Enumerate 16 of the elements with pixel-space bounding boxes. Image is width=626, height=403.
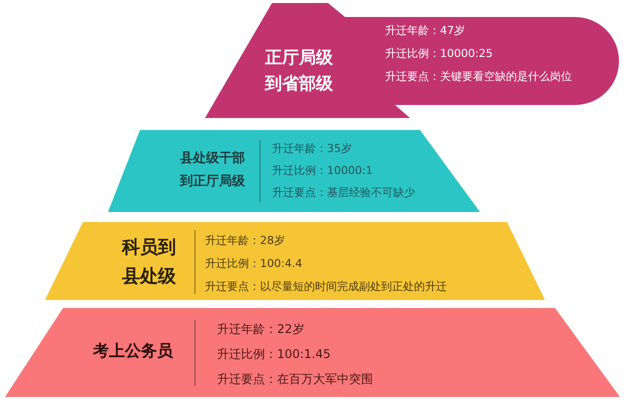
- tier-detail: 升迁要点：基层经验不可缺少: [272, 187, 415, 198]
- tier-detail: 升迁年龄：22岁: [217, 323, 304, 335]
- tier-detail: 升迁年龄：28岁: [205, 235, 285, 246]
- tier-detail: 升迁年龄：47岁: [385, 25, 465, 36]
- tier-heading: 县处级干部到正厅局级: [180, 150, 245, 191]
- tier-detail: 升迁比例：10000:1: [272, 165, 373, 176]
- tier-detail: 升迁要点：关键要看空缺的是什么岗位: [385, 71, 572, 82]
- tier-detail: 升迁要点：在百万大军中突围: [217, 373, 373, 385]
- tier-heading: 考上公务员: [93, 343, 173, 359]
- tier-heading: 科员到县处级: [122, 236, 176, 289]
- tier-detail: 升迁要点：以尽量短的时间完成副处到正处的升迁: [205, 281, 447, 292]
- tier-detail: 升迁比例：10000:25: [385, 48, 493, 59]
- tier-detail: 升迁比例：100:4.4: [205, 258, 302, 269]
- tier-detail: 升迁年龄：35岁: [272, 143, 352, 154]
- tier-detail: 升迁比例：100:1.45: [217, 348, 331, 360]
- tier-heading: 正厅局级到省部级: [265, 47, 333, 96]
